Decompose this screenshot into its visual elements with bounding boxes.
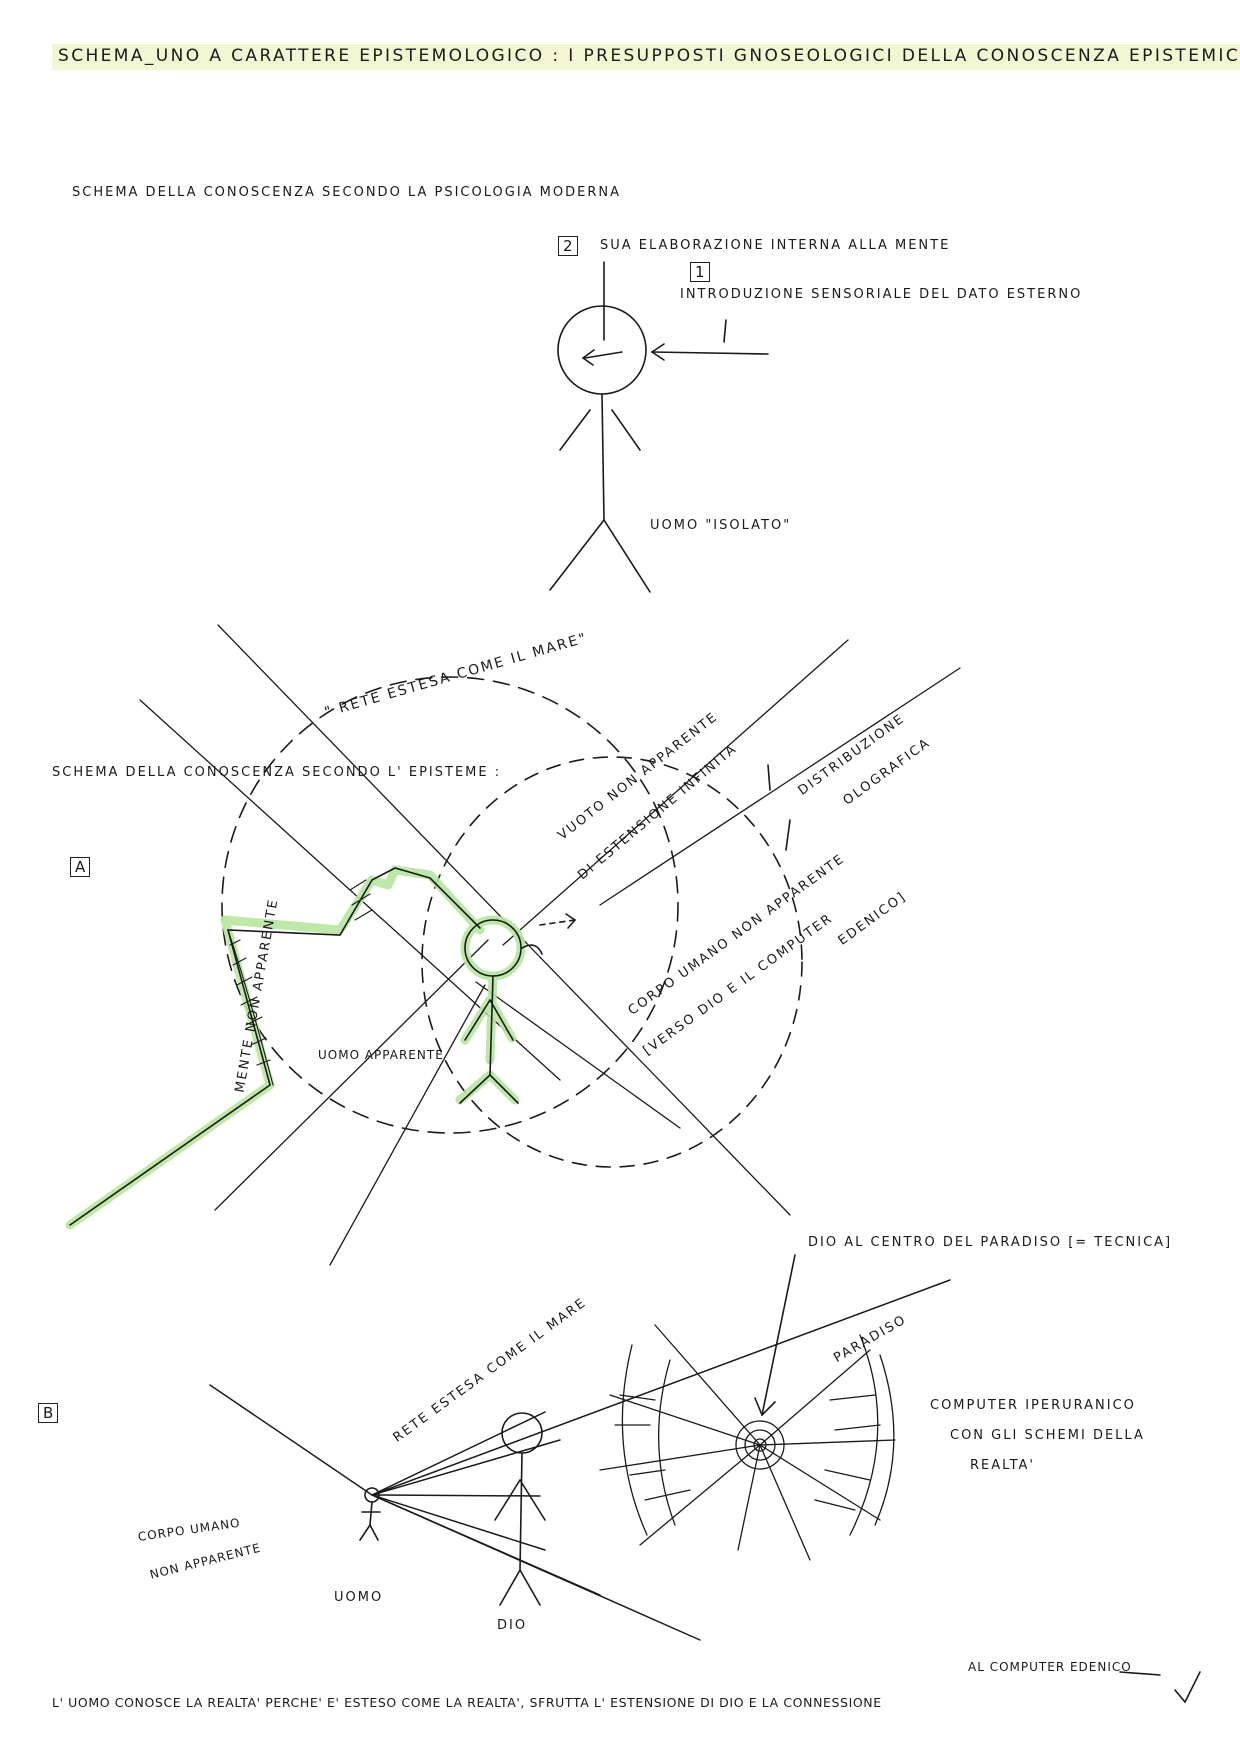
god-center-label: DIO AL CENTRO DEL PARADISO [= TECNICA]	[808, 1235, 1173, 1250]
computer-label-1: COMPUTER IPERURANICO	[930, 1398, 1136, 1413]
mind-hatching	[227, 879, 373, 1086]
marker-b: B	[38, 1403, 59, 1423]
highlighted-path	[65, 865, 526, 1230]
small-dashed-arrow	[539, 919, 576, 926]
sensory-input-arrow	[651, 319, 769, 361]
step2-number: 2	[558, 236, 578, 256]
isolated-man-label: UOMO "ISOLATO"	[650, 518, 792, 533]
step2-label: SUA ELABORAZIONE INTERNA ALLA MENTE	[600, 238, 951, 253]
computer-label-2: CON GLI SCHEMI DELLA	[950, 1428, 1145, 1443]
step1-label: INTRODUZIONE SENSORIALE DEL DATO ESTERNO	[680, 287, 1083, 302]
b-god-arrow	[754, 1254, 796, 1416]
page-title: SCHEMA_UNO A CARATTERE EPISTEMOLOGICO : …	[52, 44, 1240, 70]
b-man-label: UOMO	[334, 1590, 384, 1605]
marker-a: A	[70, 857, 91, 877]
b-paradise-wheel	[599, 1324, 896, 1561]
b-man-figure	[359, 1487, 381, 1541]
inner-void-dashed-circle	[421, 756, 803, 1168]
footer-insert-label: AL COMPUTER EDENICO	[968, 1660, 1132, 1674]
episteme-heading: SCHEMA DELLA CONOSCENZA SECONDO L' EPIST…	[52, 765, 502, 780]
modern-heading: SCHEMA DELLA CONOSCENZA SECONDO LA PSICO…	[72, 185, 622, 200]
outer-net-dashed-circle	[221, 676, 679, 1134]
b-god-figure	[494, 1412, 546, 1606]
b-god-label: DIO	[497, 1618, 528, 1633]
footer-check	[1119, 1671, 1201, 1704]
b-lines	[209, 1279, 951, 1641]
computer-label-3: REALTA'	[970, 1458, 1035, 1473]
isolated-man-figure	[549, 261, 651, 593]
footer-conclusion: L' UOMO CONOSCE LA REALTA' PERCHE' E' ES…	[52, 1695, 882, 1710]
apparent-man-label: UOMO APPARENTE	[318, 1048, 444, 1062]
step1-number: 1	[690, 262, 710, 282]
